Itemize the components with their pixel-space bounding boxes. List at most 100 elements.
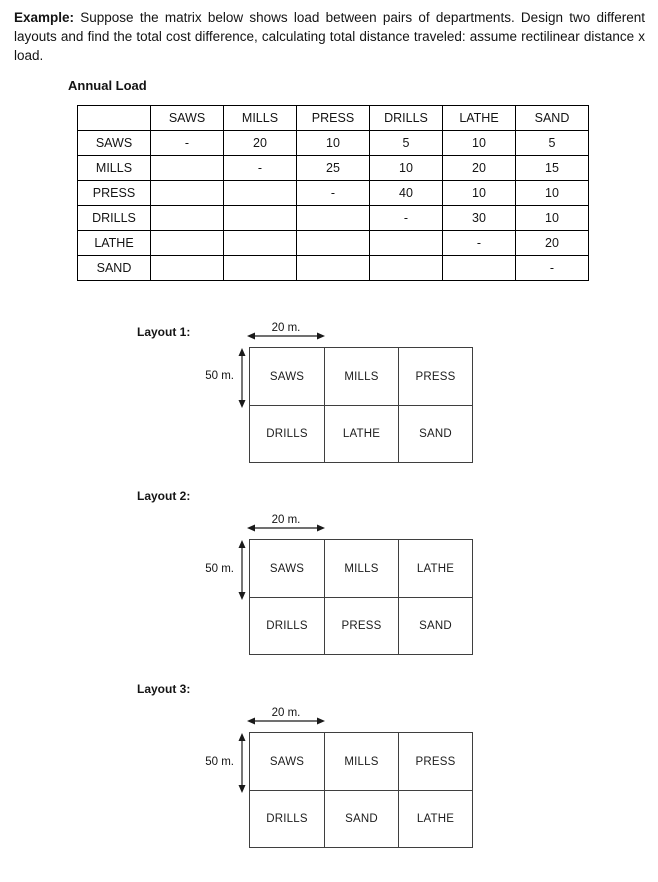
intro-paragraph: Example: Suppose the matrix below shows …	[14, 8, 645, 65]
layout-2-section: Layout 2: 20 m. 50 m. SAWS MILLS LATHE D…	[0, 489, 658, 664]
table-cell	[442, 255, 516, 281]
table-column-header: SAWS	[150, 105, 224, 131]
layout-2-grid: SAWS MILLS LATHE DRILLS PRESS SAND	[249, 539, 473, 655]
layout-3-cell: DRILLS	[250, 790, 324, 847]
vertical-double-arrow-icon	[238, 540, 246, 600]
layout-1-width-dimension: 20 m.	[271, 322, 301, 334]
table-cell: 25	[296, 155, 370, 181]
layout-2-width-dimension: 20 m.	[271, 514, 301, 526]
table-row-header: MILLS	[77, 155, 151, 181]
table-cell: -	[515, 255, 589, 281]
layout-2-cell: DRILLS	[250, 597, 324, 654]
layout-1-cell: SAWS	[269, 370, 305, 383]
table-cell: -	[150, 130, 224, 156]
layout-2-label: Layout 2:	[137, 489, 191, 503]
layout-3-cell: PRESS	[398, 733, 472, 790]
table-column-header	[77, 105, 151, 131]
vertical-double-arrow-icon	[238, 348, 246, 408]
layout-3-width-dimension: 20 m.	[271, 707, 301, 719]
table-row: SAND -	[77, 255, 589, 281]
table-cell: 20	[223, 130, 297, 156]
layout-1-cell: PRESS	[398, 348, 472, 405]
table-row-header: DRILLS	[77, 205, 151, 231]
layout-1-cell: DRILLS	[250, 405, 324, 462]
layout-2-cell: PRESS	[324, 597, 398, 654]
layout-1-section: Layout 1: 20 m. 50 m. SAWS MILLS PRESS D…	[0, 322, 658, 497]
table-row-header: SAND	[77, 255, 151, 281]
layout-3-label: Layout 3:	[137, 682, 191, 696]
table-cell	[150, 155, 224, 181]
table-cell	[296, 205, 370, 231]
table-cell: -	[296, 180, 370, 206]
layout-1-height-dimension: 50 m.	[205, 370, 234, 382]
layout-3-cell: LATHE	[398, 790, 472, 847]
layout-1-grid: SAWS MILLS PRESS DRILLS LATHE SAND	[249, 347, 473, 463]
table-row: LATHE -20	[77, 230, 589, 256]
table-cell: 20	[442, 155, 516, 181]
table-cell: 40	[369, 180, 443, 206]
table-cell	[150, 180, 224, 206]
layout-3-section: Layout 3: 20 m. 50 m. SAWS MILLS PRESS D…	[0, 682, 658, 857]
table-cell: 30	[442, 205, 516, 231]
table-cell: 5	[515, 130, 589, 156]
layout-2-cell: SAND	[398, 597, 472, 654]
layout-2-height-dimension: 50 m.	[205, 563, 234, 575]
table-column-header: MILLS	[223, 105, 297, 131]
layout-1-cell: MILLS	[324, 348, 398, 405]
layout-1-label: Layout 1:	[137, 325, 191, 339]
table-cell: 15	[515, 155, 589, 181]
table-cell	[296, 255, 370, 281]
table-column-header: PRESS	[296, 105, 370, 131]
table-row-header: PRESS	[77, 180, 151, 206]
table-cell	[150, 230, 224, 256]
layout-2-cell: SAWS	[269, 562, 305, 575]
table-cell	[296, 230, 370, 256]
table-row-header: SAWS	[77, 130, 151, 156]
table-title: Annual Load	[68, 78, 147, 93]
table-cell: 10	[369, 155, 443, 181]
table-cell: 10	[515, 205, 589, 231]
table-cell: 10	[296, 130, 370, 156]
layout-3-cell: MILLS	[324, 733, 398, 790]
layout-1-cell: LATHE	[324, 405, 398, 462]
layout-1-cell: SAND	[398, 405, 472, 462]
intro-label: Example:	[14, 10, 75, 25]
layout-2-cell: LATHE	[398, 540, 472, 597]
table-cell: -	[442, 230, 516, 256]
table-cell	[369, 255, 443, 281]
table-cell	[223, 205, 297, 231]
horizontal-double-arrow-icon	[247, 332, 325, 340]
intro-text: Suppose the matrix below shows load betw…	[14, 10, 645, 63]
table-column-header: DRILLS	[369, 105, 443, 131]
table-cell	[150, 205, 224, 231]
table-cell	[223, 255, 297, 281]
horizontal-double-arrow-icon	[247, 717, 325, 725]
layout-3-height-dimension: 50 m.	[205, 756, 234, 768]
horizontal-double-arrow-icon	[247, 524, 325, 532]
table-cell	[150, 255, 224, 281]
table-cell: 10	[442, 130, 516, 156]
table-cell: -	[223, 155, 297, 181]
layout-2-cell: MILLS	[324, 540, 398, 597]
table-row-header: LATHE	[77, 230, 151, 256]
layout-3-cell: SAWS	[269, 755, 305, 768]
table-cell	[223, 180, 297, 206]
table-cell: 20	[515, 230, 589, 256]
layout-3-cell: SAND	[324, 790, 398, 847]
table-column-header: LATHE	[442, 105, 516, 131]
layout-3-grid: SAWS MILLS PRESS DRILLS SAND LATHE	[249, 732, 473, 848]
table-cell	[369, 230, 443, 256]
table-cell: 10	[442, 180, 516, 206]
table-cell: -	[369, 205, 443, 231]
vertical-double-arrow-icon	[238, 733, 246, 793]
table-cell: 5	[369, 130, 443, 156]
table-column-header: SAND	[515, 105, 589, 131]
